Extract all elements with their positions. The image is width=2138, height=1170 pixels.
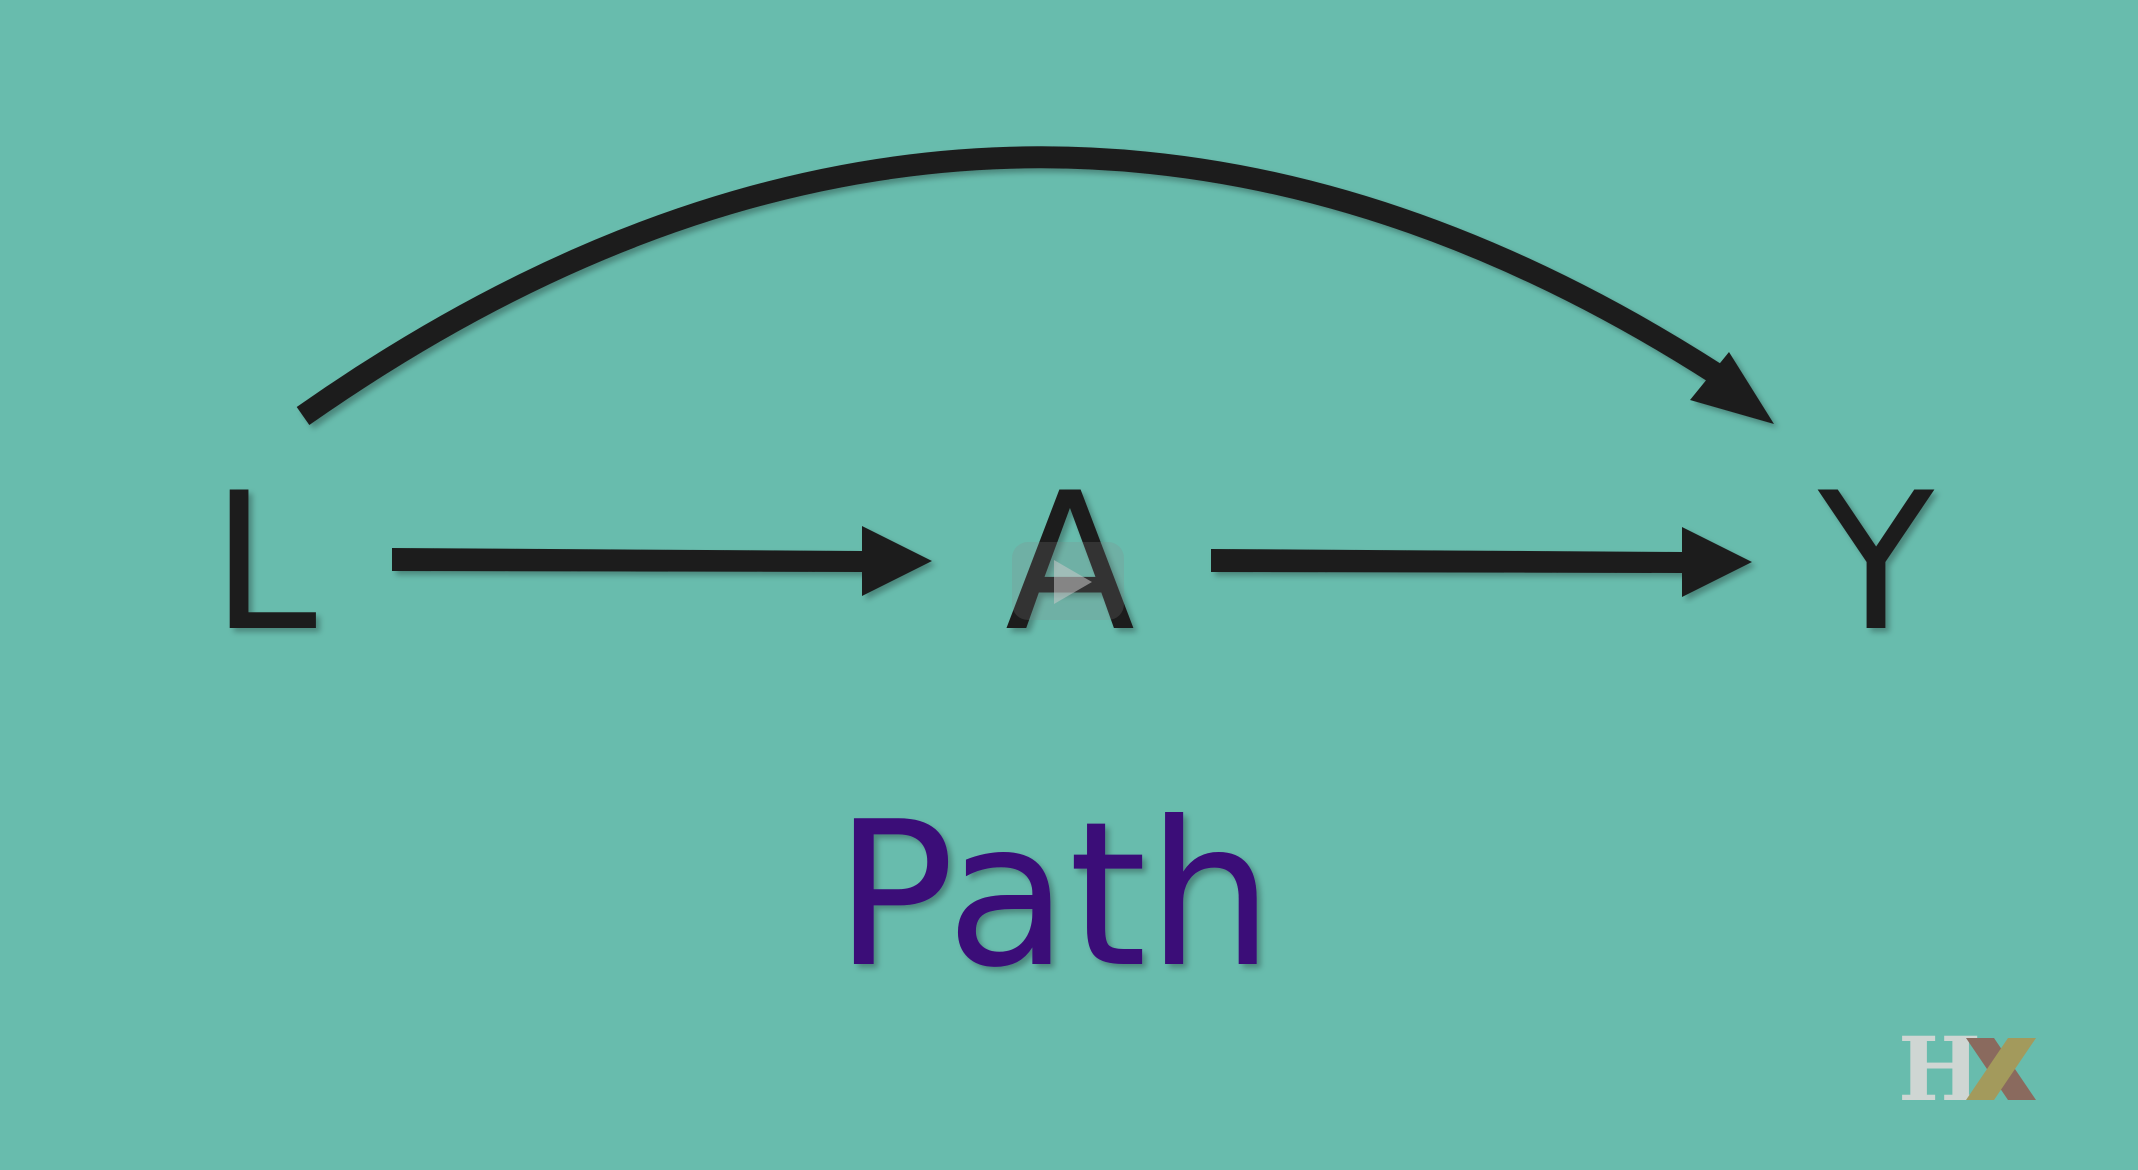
node-a: A xyxy=(1005,452,1135,673)
logo-x-stroke-2 xyxy=(1966,1038,2036,1100)
node-y: Y xyxy=(1817,452,1935,673)
edge-l-to-y xyxy=(296,146,1774,426)
arrowhead-l-to-y xyxy=(1690,352,1774,424)
logo-letter-h: H xyxy=(1898,1017,1981,1121)
edge-a-to-y xyxy=(1211,527,1752,597)
hx-logo: H xyxy=(1898,1017,2036,1121)
node-l: L xyxy=(211,452,317,673)
play-icon[interactable] xyxy=(1012,542,1124,620)
edge-l-to-a xyxy=(392,526,932,596)
path-caption: Path xyxy=(834,779,1273,1012)
